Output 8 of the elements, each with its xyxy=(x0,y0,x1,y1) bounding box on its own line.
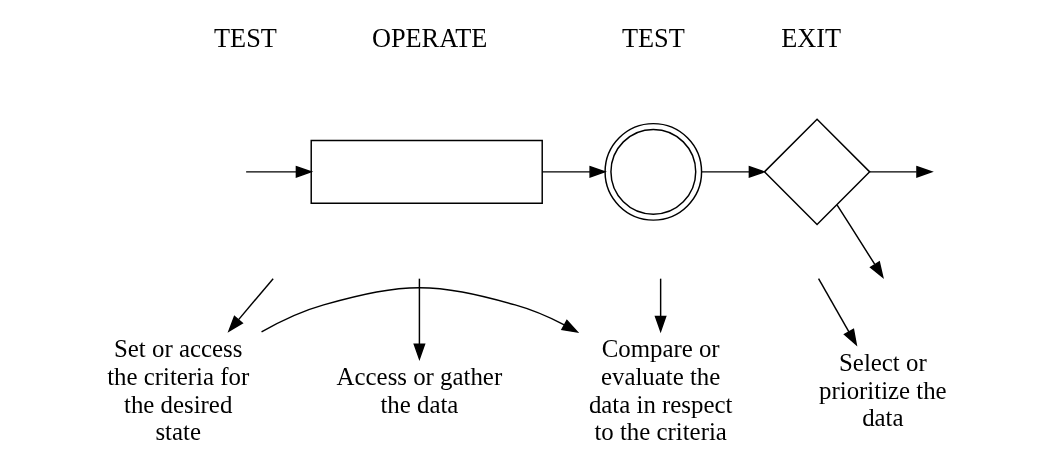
node-text: Select or prioritize the data xyxy=(819,348,947,432)
label: TEST xyxy=(621,23,685,53)
node-text: Set or access the criteria for the desired state xyxy=(107,334,250,446)
label: EXIT xyxy=(781,23,842,53)
node-text: Compare or evaluate the data in respect to the criteria xyxy=(588,334,733,446)
label: TEST xyxy=(214,23,277,53)
label: OPERATE xyxy=(371,23,488,53)
node-text: Access or gather the data xyxy=(336,362,503,418)
